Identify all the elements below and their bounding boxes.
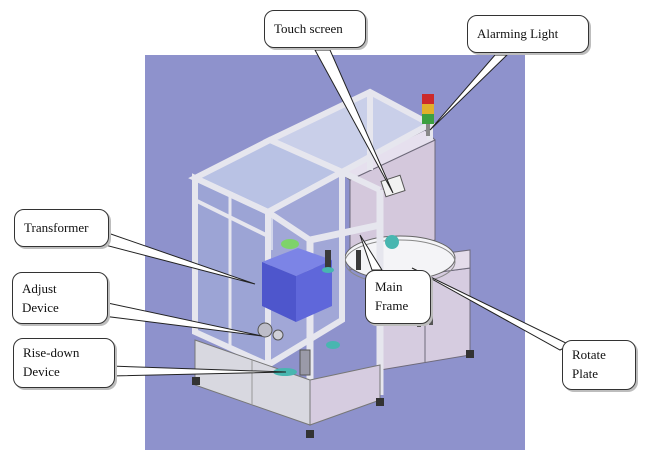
callout-alarming-light: Alarming Light <box>467 15 589 53</box>
rotate-plate-label-2: Plate <box>572 366 598 381</box>
callout-main-frame: Main Frame <box>365 270 431 324</box>
adjust-device-label-1: Adjust <box>22 281 57 296</box>
alarming-light <box>422 94 434 136</box>
leader-alarming-light <box>429 54 509 131</box>
rotate-plate-label-1: Rotate <box>572 347 606 362</box>
transformer-block <box>262 239 332 322</box>
base-cabinet <box>192 339 384 438</box>
rise-down-label-2: Device <box>23 364 60 379</box>
callout-adjust-device: Adjust Device <box>12 272 108 324</box>
touch-screen-label: Touch screen <box>274 21 343 36</box>
callout-touch-screen: Touch screen <box>264 10 366 48</box>
main-frame-label-2: Frame <box>375 298 409 313</box>
main-frame-label-1: Main <box>375 279 403 294</box>
adjust-device-label-2: Device <box>22 300 59 315</box>
leader-touch-screen <box>314 49 394 194</box>
alarming-light-label: Alarming Light <box>477 26 559 41</box>
callout-transformer: Transformer <box>14 209 109 247</box>
callout-rise-down-device: Rise-down Device <box>13 338 115 388</box>
rise-down-label-1: Rise-down <box>23 345 80 360</box>
callout-rotate-plate: Rotate Plate <box>562 340 636 390</box>
leader-lines <box>102 49 572 377</box>
transformer-label: Transformer <box>24 220 89 235</box>
